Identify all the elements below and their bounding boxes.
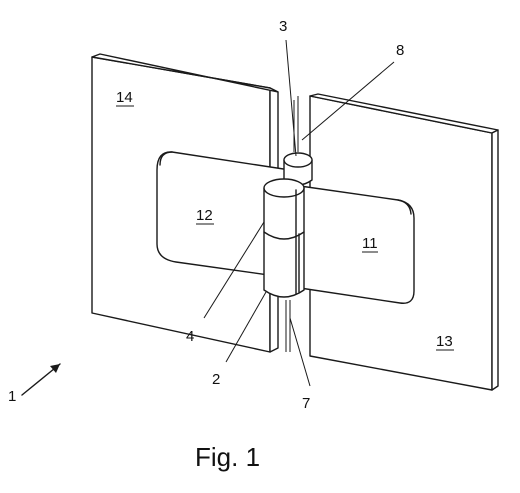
- label-14: 14: [116, 89, 133, 106]
- plate-gap-lines: [285, 96, 299, 352]
- reference-arrow: [21, 363, 61, 396]
- right-hinge-leaf: [299, 185, 415, 304]
- label-12: 12: [196, 207, 213, 224]
- label-4: 4: [186, 328, 194, 345]
- label-2: 2: [212, 371, 220, 388]
- label-7: 7: [302, 395, 310, 412]
- leader-lines: [203, 39, 395, 387]
- pin-barrel: [263, 178, 305, 298]
- figure-caption: Fig. 1: [195, 442, 260, 472]
- left-hinge-leaf: [156, 151, 291, 279]
- label-11: 11: [362, 235, 378, 252]
- label-8: 8: [396, 42, 404, 59]
- label-1: 1: [8, 388, 16, 405]
- label-13: 13: [436, 333, 453, 350]
- label-3: 3: [279, 18, 287, 35]
